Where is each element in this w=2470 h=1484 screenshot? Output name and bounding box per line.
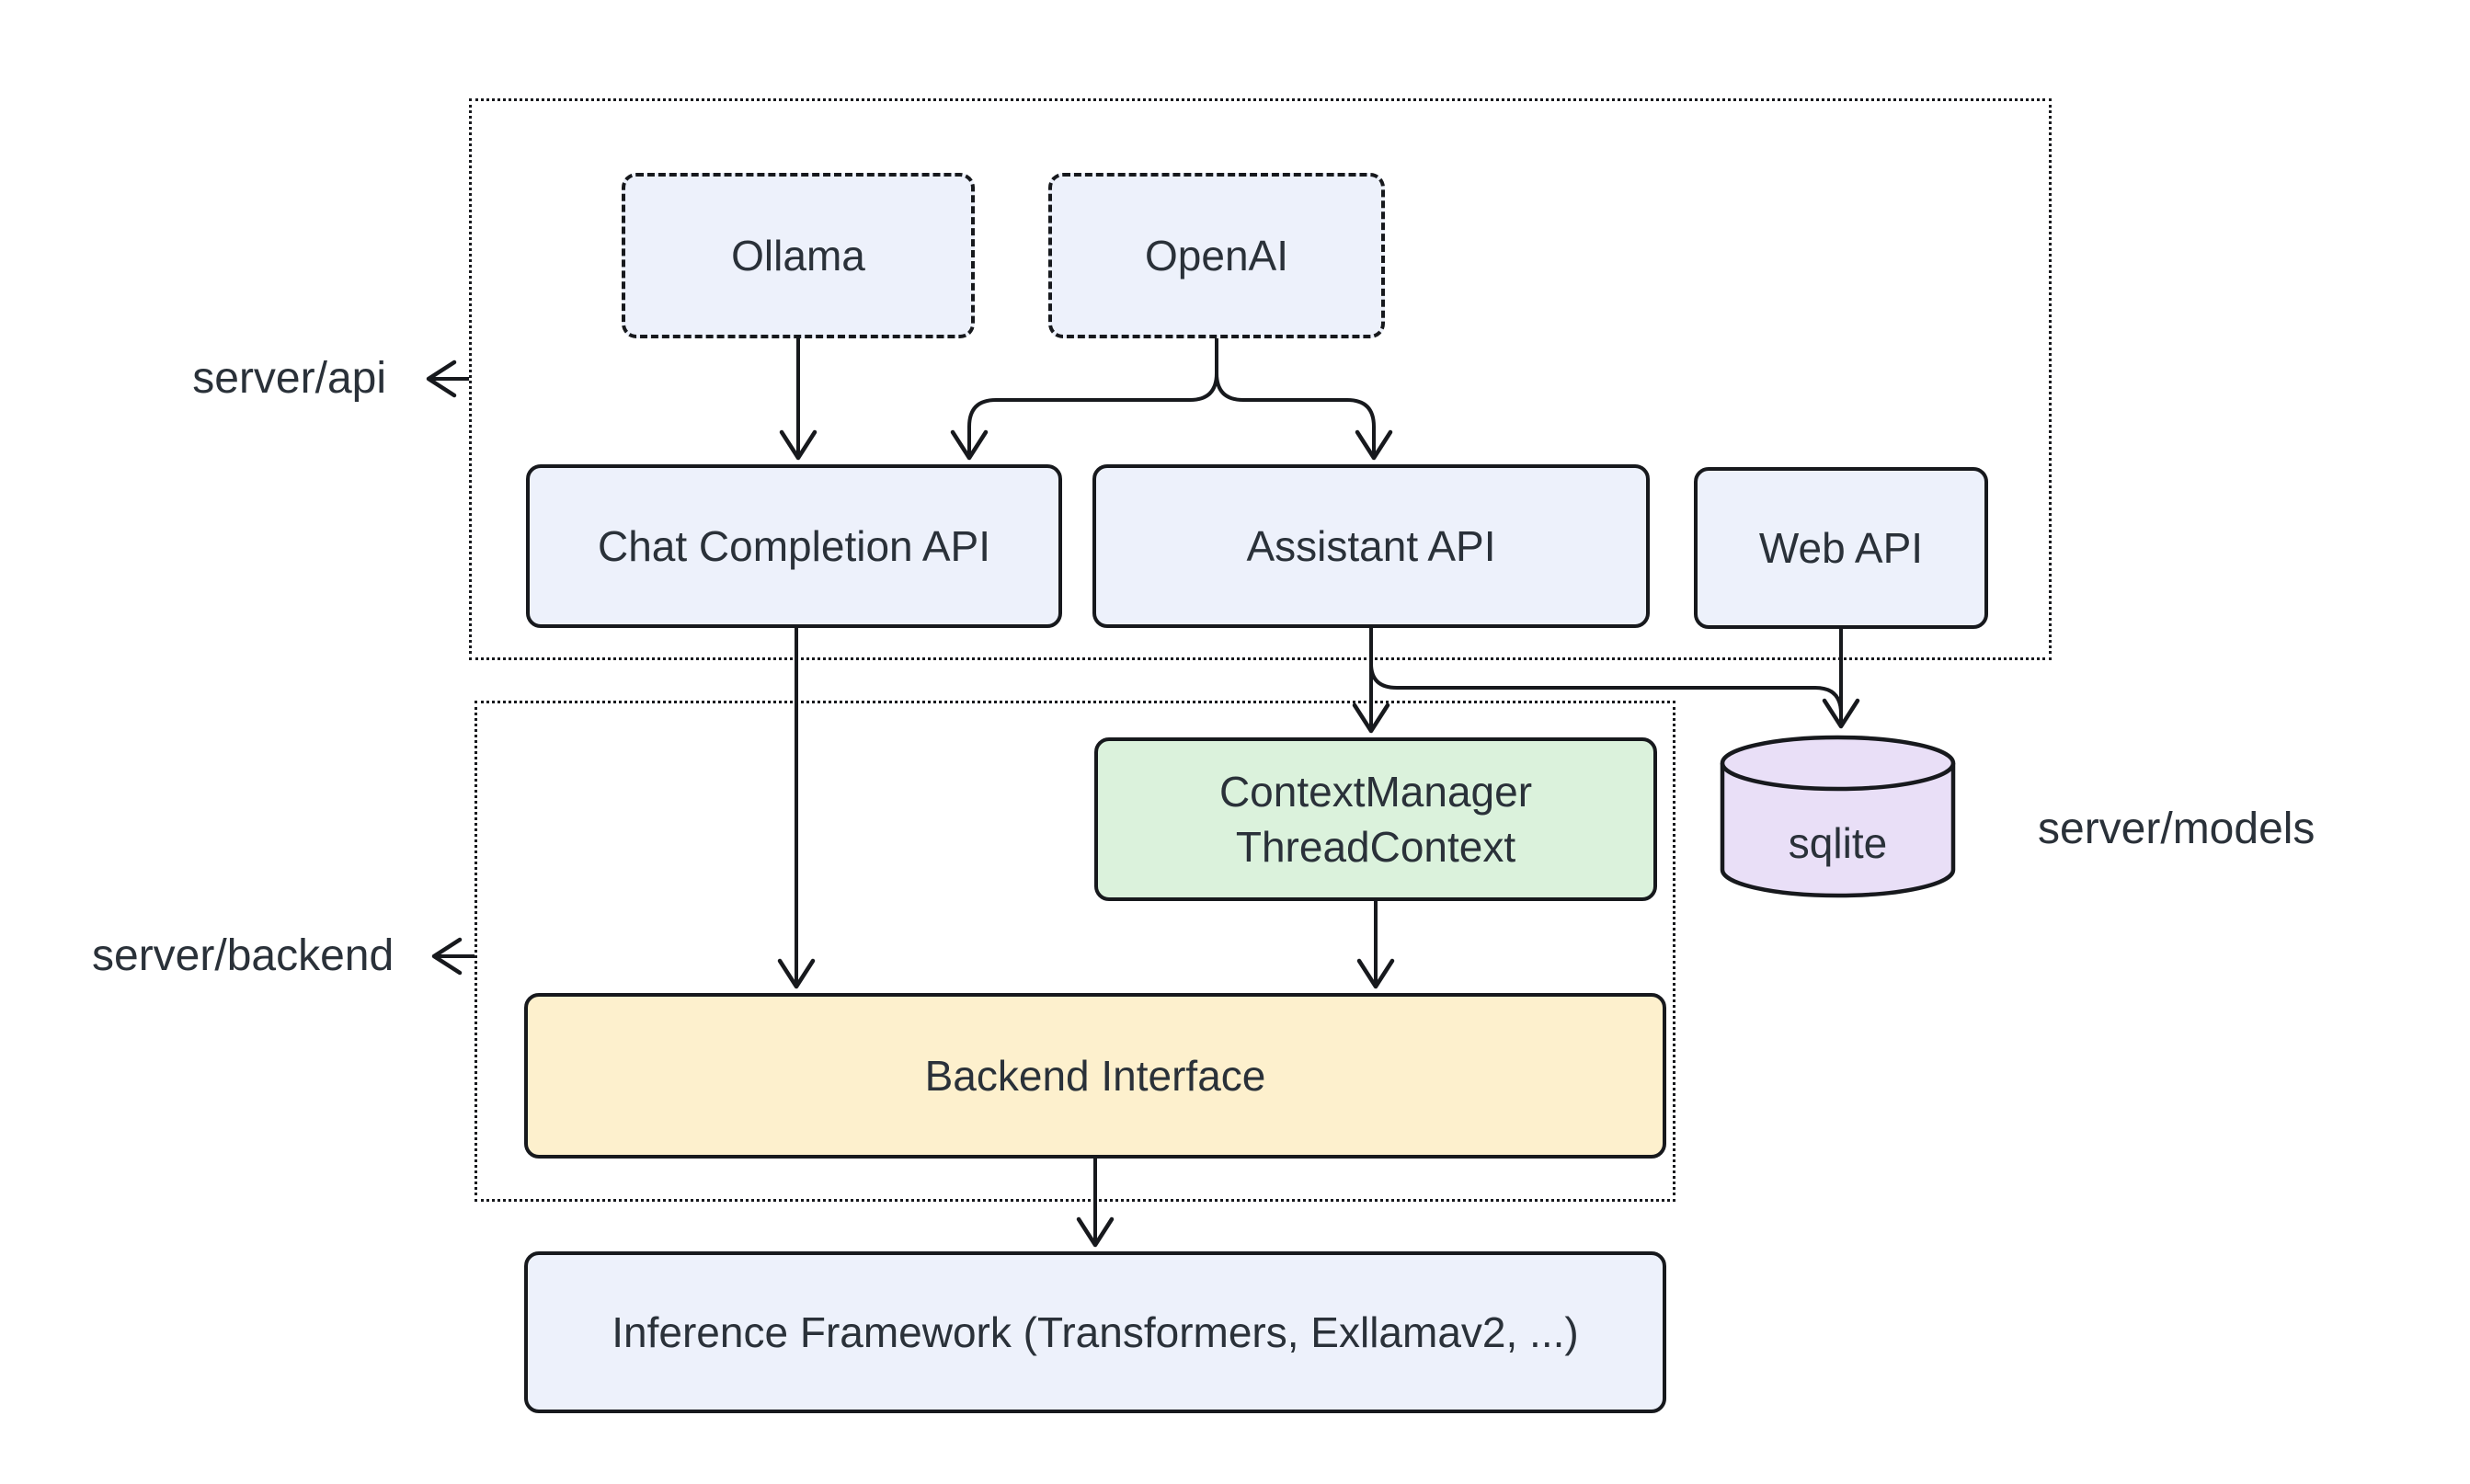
node-ollama: Ollama: [622, 173, 975, 338]
node-openai-label: OpenAI: [1145, 232, 1288, 280]
group-server-backend: [475, 701, 1675, 1202]
node-ollama-label: Ollama: [731, 232, 865, 280]
node-assistant-api-label: Assistant API: [1246, 522, 1496, 570]
node-context-manager-label-line1: ContextManager: [1218, 768, 1533, 816]
edge-openai-to-chat-completion: [950, 338, 1218, 461]
database-cylinder-icon: [1720, 735, 1956, 898]
edge-assistant-branch-to-sqlite: [1369, 663, 1843, 714]
node-inference-framework-label: Inference Framework (Transformers, Exlla…: [612, 1308, 1579, 1356]
node-sqlite-database: sqlite: [1719, 732, 1957, 901]
node-backend-interface: Backend Interface: [524, 993, 1666, 1159]
edge-openai-to-assistant: [1215, 338, 1393, 461]
node-context-manager: ContextManager ThreadContext: [1094, 737, 1657, 901]
node-sqlite-label: sqlite: [1788, 819, 1888, 867]
node-inference-framework: Inference Framework (Transformers, Exlla…: [524, 1251, 1666, 1413]
group-label-server-api: server/api: [192, 354, 386, 403]
node-context-manager-label-line2: ThreadContext: [1235, 823, 1516, 871]
group-server-api: [469, 98, 2052, 660]
node-openai: OpenAI: [1048, 173, 1385, 338]
node-web-api-label: Web API: [1758, 524, 1924, 572]
group-label-server-backend: server/backend: [92, 931, 395, 980]
node-assistant-api: Assistant API: [1092, 464, 1650, 628]
node-backend-interface-label: Backend Interface: [924, 1052, 1266, 1100]
node-chat-completion-api: Chat Completion API: [526, 464, 1062, 628]
node-web-api: Web API: [1694, 467, 1988, 629]
group-label-server-models: server/models: [2038, 805, 2316, 853]
node-chat-completion-api-label: Chat Completion API: [597, 522, 990, 570]
